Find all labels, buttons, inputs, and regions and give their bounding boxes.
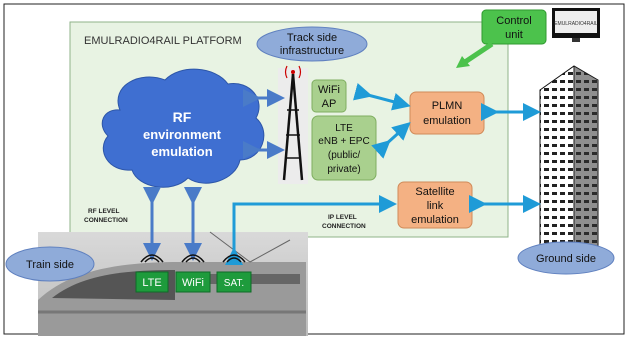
track-side-line2: infrastructure: [280, 45, 344, 57]
sat-line3: emulation: [411, 214, 459, 226]
sat-line2: link: [427, 200, 444, 212]
monitor-screen-text: EMULRADIO4RAIL: [554, 21, 598, 27]
train-rf-arrows: [143, 187, 202, 261]
plmn-line2: emulation: [423, 115, 471, 127]
satellite-link-box: Satellite link emulation: [397, 181, 473, 229]
platform-title: EMULRADIO4RAIL PLATFORM: [84, 35, 242, 47]
rf-environment-cloud: RF environment emulation: [101, 68, 265, 188]
control-unit: Control unit: [481, 9, 547, 45]
rf-cloud-line2: environment: [143, 127, 222, 142]
wifi-ap-box: WiFi AP: [311, 79, 347, 113]
sat-line1: Satellite: [415, 186, 454, 198]
train-image: [38, 231, 308, 336]
building-icon: [539, 65, 599, 263]
ip-link-arrows: [225, 83, 541, 265]
lte-enb-epc-box: LTE eNB + EPC (public/ private): [311, 115, 377, 181]
plmn-emulation-box: PLMN emulation: [409, 91, 485, 135]
rf-level-line1: RF LEVEL: [88, 208, 119, 215]
train-module-sat: SAT.: [216, 254, 252, 293]
rf-level-line2: CONNECTION: [84, 217, 128, 224]
ip-level-line1: IP LEVEL: [328, 214, 357, 221]
train-side-text: Train side: [26, 259, 74, 271]
track-side-line1: Track side: [287, 32, 337, 44]
wifi-ap-line2: AP: [322, 98, 337, 110]
rf-cloud-line1: RF: [173, 109, 192, 125]
train-module-wifi-label: WiFi: [182, 277, 204, 289]
cell-tower-icon: [278, 65, 308, 184]
plmn-line1: PLMN: [432, 100, 463, 112]
train-module-sat-label: SAT.: [224, 278, 244, 289]
control-line2: unit: [505, 29, 523, 41]
train-module-wifi: WiFi: [175, 254, 211, 293]
lte-line1: LTE: [335, 123, 353, 134]
train-module-lte: LTE: [135, 254, 169, 293]
track-side-label: Track side infrastructure: [256, 26, 368, 62]
train-side-label: Train side: [5, 246, 95, 282]
ground-side-text: Ground side: [536, 253, 596, 265]
rf-link-arrows: [243, 89, 285, 159]
lte-line3: (public/: [328, 150, 360, 161]
wifi-ap-line1: WiFi: [318, 84, 340, 96]
ground-side-label: Ground side: [517, 241, 615, 275]
rf-cloud-line3: emulation: [151, 144, 212, 159]
monitor-icon: EMULRADIO4RAIL: [552, 8, 600, 42]
control-line1: Control: [496, 15, 531, 27]
train-module-lte-label: LTE: [142, 277, 161, 289]
ip-level-line2: CONNECTION: [322, 223, 366, 230]
lte-line2: eNB + EPC: [318, 136, 369, 147]
control-arrowhead: [456, 56, 470, 68]
control-arrow: [460, 41, 494, 67]
lte-line4: private): [327, 164, 360, 175]
train-modules: LTE WiFi SAT.: [135, 254, 252, 293]
outer-border: [3, 3, 625, 335]
